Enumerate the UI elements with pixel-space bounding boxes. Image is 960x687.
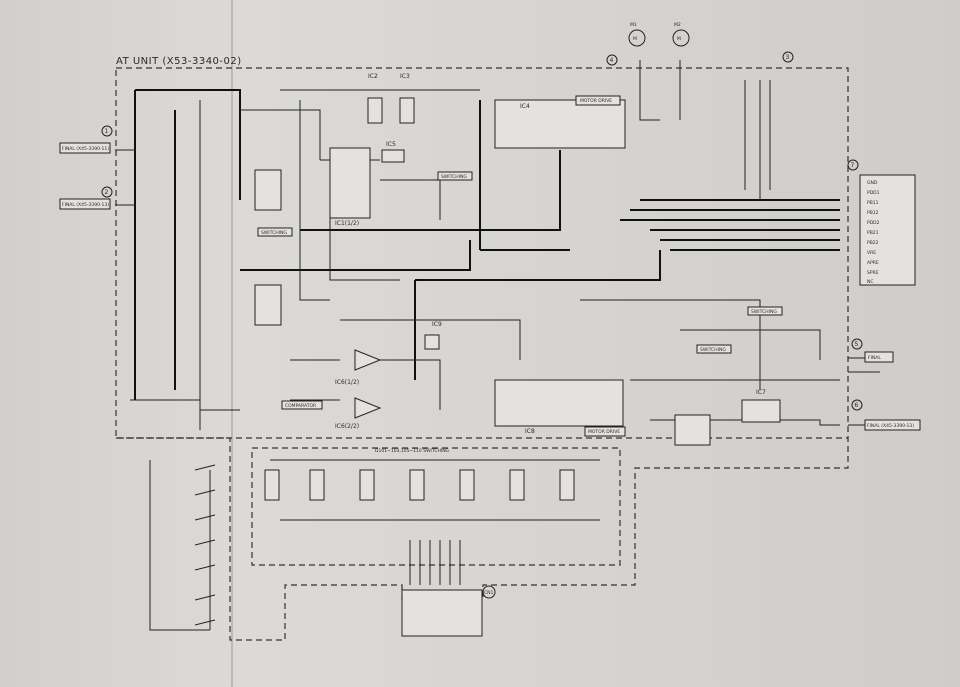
relay-contacts: [194, 169, 711, 626]
ic6b-block: IC6(2/2): [335, 397, 382, 430]
bus-mid-2: [240, 240, 471, 271]
ic7-block: IC7: [741, 389, 781, 423]
svg-text:3: 3: [786, 54, 790, 61]
svg-text:IC6(2/2): IC6(2/2): [335, 423, 359, 430]
svg-text:2: 2: [105, 189, 109, 196]
connector-4: 4: [606, 54, 618, 66]
bus-upper: [479, 100, 570, 251]
svg-text:NC: NC: [867, 279, 874, 285]
svg-text:FINAL: FINAL: [868, 355, 881, 361]
svg-text:SWITCHING: SWITCHING: [261, 230, 287, 236]
svg-text:7: 7: [851, 162, 855, 169]
connector-7: 7: [847, 159, 859, 171]
motor-m2: M M2: [672, 22, 690, 47]
svg-text:IC1(1/2): IC1(1/2): [335, 220, 359, 227]
unit-boundary: [115, 67, 849, 641]
final-label-1: FINAL (X45-3390-11): [59, 142, 111, 154]
ic5-block: IC5: [381, 141, 405, 163]
svg-text:PDD1: PDD1: [867, 190, 880, 196]
bottom-connector: CN1: [401, 585, 496, 637]
connector-3: 3: [782, 51, 794, 63]
svg-text:SPRE: SPRE: [867, 270, 879, 276]
relay-coils: [264, 469, 575, 501]
connector-6: 6: [851, 399, 863, 411]
connector-1: 1: [101, 125, 113, 137]
final-label-6: FINAL (X45-3390-13): [864, 419, 921, 431]
svg-text:4: 4: [610, 57, 614, 64]
svg-text:M2: M2: [674, 22, 681, 28]
svg-text:CN1: CN1: [484, 590, 494, 596]
svg-text:MOTOR DRIVE: MOTOR DRIVE: [580, 98, 612, 104]
comparator-tag: COMPARATOR: [281, 400, 323, 410]
svg-text:D101~103,105~110 SWITCHING: D101~103,105~110 SWITCHING: [375, 448, 450, 454]
svg-text:M: M: [677, 36, 681, 42]
svg-text:GND: GND: [867, 180, 878, 186]
svg-text:FINAL (X45-3390-13): FINAL (X45-3390-13): [867, 423, 914, 429]
svg-text:IC4: IC4: [520, 103, 530, 110]
svg-text:PB22: PB22: [867, 240, 879, 246]
svg-text:COMPARATOR: COMPARATOR: [285, 403, 316, 409]
ic1-block: IC1(1/2): [329, 147, 371, 227]
svg-text:PB12: PB12: [867, 210, 879, 216]
svg-text:IC2: IC2: [368, 73, 378, 80]
motor-m1: M M1: [628, 22, 646, 47]
svg-text:PB11: PB11: [867, 200, 879, 206]
bus-mid: [414, 250, 661, 380]
ic6a-block: IC6(1/2): [335, 349, 382, 386]
svg-text:SWITCHING: SWITCHING: [700, 347, 726, 353]
svg-text:IC7: IC7: [756, 389, 766, 396]
switching-tag-q5: SWITCHING: [747, 306, 783, 316]
svg-text:M: M: [633, 36, 637, 42]
d101-switching-tag: D101~103,105~110 SWITCHING: [375, 448, 450, 454]
svg-text:VRE: VRE: [867, 250, 876, 256]
svg-text:FINAL (X45-3390-13): FINAL (X45-3390-13): [62, 202, 109, 208]
svg-text:FINAL (X45-3390-11): FINAL (X45-3390-11): [62, 146, 109, 152]
switching-tag-q3: SWITCHING: [437, 171, 473, 181]
svg-text:IC3: IC3: [400, 73, 410, 80]
ic4-block: IC4 MOTOR DRIVE: [494, 95, 626, 149]
svg-text:SWITCHING: SWITCHING: [441, 174, 467, 180]
svg-text:5: 5: [855, 341, 859, 348]
final-label-5: FINAL: [864, 351, 894, 363]
svg-text:SWITCHING: SWITCHING: [751, 309, 777, 315]
final-label-2: FINAL (X45-3390-13): [59, 198, 111, 210]
switching-tag-q4: SWITCHING: [696, 344, 732, 354]
svg-text:M1: M1: [630, 22, 637, 28]
bus-right: [620, 199, 840, 251]
unit-title: AT UNIT (X53-3340-02): [116, 56, 242, 67]
svg-text:APRE: APRE: [867, 260, 879, 266]
ic3-block: IC3: [399, 73, 415, 124]
svg-text:1: 1: [105, 128, 109, 135]
svg-text:PB21: PB21: [867, 230, 879, 236]
connector-5: 5: [851, 338, 863, 350]
ic2-block: IC2: [367, 73, 383, 124]
svg-text:IC9: IC9: [432, 321, 442, 328]
switching-section-boundary: [251, 447, 621, 566]
ic8-block: IC8 MOTOR DRIVE: [494, 379, 626, 437]
svg-text:IC8: IC8: [525, 428, 535, 435]
ic9-block: IC9: [424, 321, 442, 350]
svg-text:IC6(1/2): IC6(1/2): [335, 379, 359, 386]
bus-left: [134, 89, 241, 400]
switching-tag-d1: SWITCHING: [257, 227, 293, 237]
svg-text:PDD2: PDD2: [867, 220, 880, 226]
svg-text:6: 6: [855, 402, 859, 409]
bus-mid-3: [300, 150, 561, 231]
connector-2: 2: [101, 186, 113, 198]
svg-text:IC5: IC5: [386, 141, 396, 148]
right-connector-block: GND PDD1 PB11 PB12 PDD2 PB21 PB22 VRE AP…: [859, 174, 916, 286]
svg-text:MOTOR DRIVE: MOTOR DRIVE: [588, 429, 620, 435]
